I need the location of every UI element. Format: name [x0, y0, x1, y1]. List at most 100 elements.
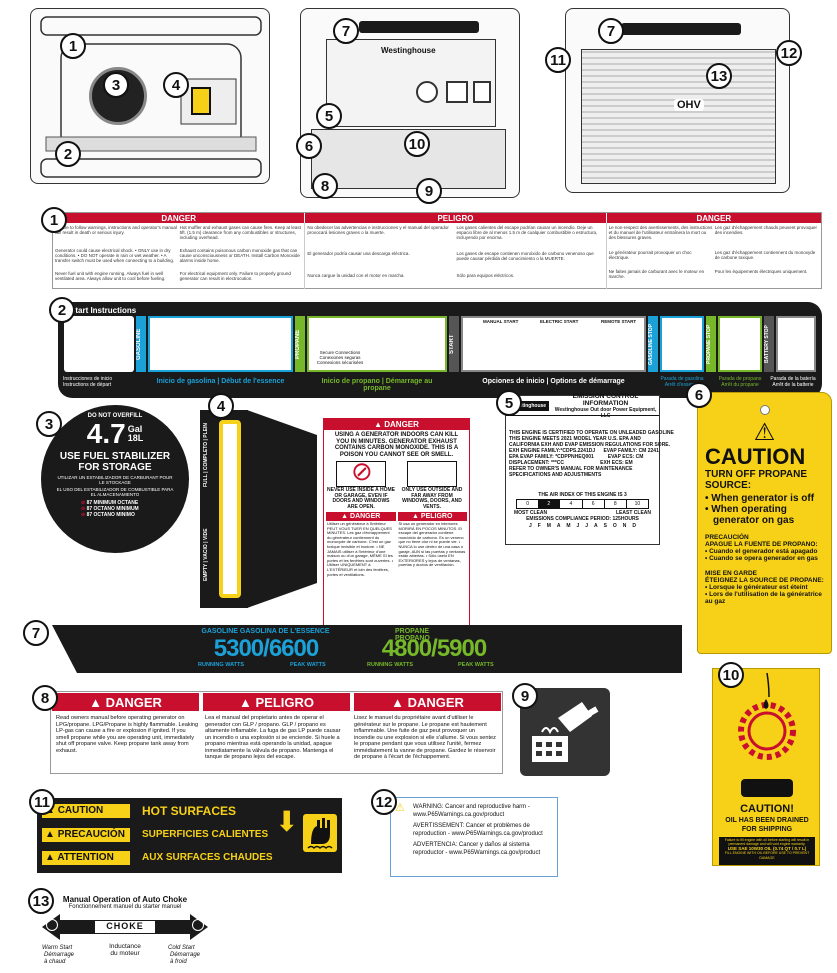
step-panel-0	[64, 316, 134, 372]
compliance-period: EMISSIONS COMPLIANCE PERIOD: 125HOURS	[526, 516, 639, 522]
callout-6: 6	[296, 133, 322, 159]
callout-3: 3	[103, 72, 129, 98]
p65-fr-url: reproduction - www.P65Warnings.ca.gov/pr…	[413, 831, 543, 837]
caution-es-2: • Cuando se opera generador en gas	[705, 555, 818, 562]
caution-row-1-badge: ▲ PRECAUCIÓN	[42, 828, 130, 842]
top-view-fuel-gauge	[191, 87, 211, 115]
caution-row-0-text: HOT SURFACES	[142, 804, 237, 818]
callout-7-rear: 7	[598, 18, 624, 44]
start-tab: START	[449, 316, 459, 372]
rear-view-ohv: OHV	[674, 99, 704, 111]
label-7-strip	[52, 625, 682, 673]
caution-es-head: PRECAUCIÓN APAGUE LA FUENTE DE PROPANO:	[705, 534, 818, 548]
fuel-stabilizer-fr: EL USO DEL ESTABILIZADOR DE COMBUSTIBLE …	[56, 487, 174, 497]
no-pump-icon-3: ⊘	[81, 512, 86, 518]
p65-fr: AVERTISSEMENT: Cancer et problèmes de	[413, 823, 530, 829]
label-1-fr-5: Pour les équipements électriques uniquem…	[714, 269, 808, 275]
warning-triangle-icon: ▲	[374, 420, 385, 429]
emission-company: Westinghouse Out door Power Equipment, L…	[554, 406, 657, 419]
callout-12: 12	[776, 40, 802, 66]
only-use-outside: ONLY USE OUTSIDE AND FAR AWAY FROM WINDO…	[401, 487, 463, 510]
caution-row-1-text: SUPERFICIES CALIENTES	[142, 829, 269, 840]
co-peligro-header: ▲ PELIGRO	[397, 512, 467, 521]
label-6-number: 6	[686, 382, 712, 408]
battery-stop-sub: Parada de la batería Arrêt de la batteri…	[770, 376, 816, 388]
caution-heading: CAUTION	[705, 444, 806, 469]
tag-hole	[759, 405, 770, 415]
start-options-panel	[461, 316, 646, 372]
label-1-fr-block: Le non-respect des avertissements, des i…	[605, 223, 821, 289]
gasoline-stop-tab: GASOLINE STOP	[648, 316, 658, 372]
label-8-en-text: Read owners manual before operating gene…	[56, 715, 199, 754]
label-1-fr-1: Les gaz d'échappement chauds peuvent pro…	[714, 225, 817, 235]
fuel-unit-gal: Gal	[127, 424, 143, 434]
label-1-es-0: No obedecer las advertencias e instrucci…	[307, 225, 449, 235]
air-index: THE AIR INDEX OF THIS ENGINE IS 3	[538, 492, 627, 498]
oil-spec: USE SAE 10W30 OIL (0.74 QT / 0.7 L)	[727, 846, 807, 852]
start-instructions-sub: Instrucciones de inicio Instructions de …	[63, 376, 113, 388]
label-8-danger-fr: ▲ DANGER	[354, 693, 501, 711]
co-warning-fr: Utiliser un générateur à l'intérieur PEU…	[327, 521, 394, 577]
label-7-number: 7	[23, 620, 49, 646]
battery-stop-tab: BATTERY STOP	[764, 316, 774, 372]
callout-7-front: 7	[333, 18, 359, 44]
start-instructions-title: Start Instructions	[70, 306, 137, 315]
never-use-inside: NEVER USE INSIDE A HOME OR GARAGE, EVEN …	[327, 487, 395, 510]
gas-watts-label: GASOLINE GASOLINA DE L'ESSENCE	[201, 628, 330, 635]
no-pump-icon-1: ⊘	[81, 500, 86, 506]
label-1: DANGER PELIGRO DANGER Failure to follow …	[52, 212, 822, 289]
label-8-danger-en: ▲ DANGER	[52, 693, 199, 711]
remote-start-label: REMOTE START	[601, 319, 637, 324]
label-4-gauge-wing	[247, 410, 317, 608]
rear-view-engine	[581, 49, 776, 184]
hot-hand-icon	[303, 814, 337, 852]
gas-start-label: Inicio de gasolina | Début de l'essence	[156, 378, 285, 385]
propane-running-watts: RUNNING WATTS	[367, 662, 414, 668]
label-1-fr-0: Le non-respect des avertissements, des i…	[608, 225, 713, 240]
propane-watts-label: PROPANE PROPANO	[395, 628, 430, 642]
front-view-watts-strip	[359, 21, 479, 33]
p65-en: WARNING: Cancer and reproductive harm -	[413, 804, 530, 810]
label-1-es-2: El generador podría causar una descarga …	[307, 251, 410, 257]
label-4-co-warning: ▲ DANGER USING A GENERATOR INDOORS CAN K…	[323, 418, 470, 626]
oil-drained-1: OIL HAS BEEN DRAINED	[725, 817, 809, 824]
start-options-label: Opciones de inicio | Options de démarrag…	[482, 378, 625, 385]
label-8-number: 8	[32, 685, 58, 711]
callout-10: 10	[404, 131, 430, 157]
warm-start-label: Warm Start	[42, 945, 73, 951]
caution-en-2: • When operating generator on gas	[705, 504, 795, 526]
label-1-fr-3: Les gaz d'échappement contiennent du mon…	[714, 249, 816, 260]
outlet-1	[416, 81, 438, 103]
gauge-full-label: FULL | COMPLETO | PLEIN	[203, 423, 209, 488]
label-1-es-block: No obedecer las advertencias e instrucci…	[304, 223, 605, 289]
caution-en-1: • When generator is off	[705, 493, 815, 504]
caution-fr-1: • Lorsque le générateur est éteint	[705, 584, 808, 591]
propane-steps-panel	[307, 316, 447, 372]
co-danger-header: ▲ DANGER	[324, 419, 469, 430]
fuel-stabilizer-1: USE FUEL STABILIZER	[59, 451, 171, 462]
choke-title: Manual Operation of Auto Choke	[62, 895, 188, 904]
label-1-en-3: Exhaust contains poisonous carbon monoxi…	[179, 248, 300, 263]
callout-5: 5	[316, 103, 342, 129]
co-warning-text: USING A GENERATOR INDOORS CAN KILL YOU I…	[334, 432, 459, 458]
p65-es: ADVERTENCIA: Cancer y daños al sistema	[413, 842, 530, 848]
label-1-fr-2: Le générateur pourrait provoquer un choc…	[608, 249, 692, 260]
warm-start-icon	[46, 919, 58, 931]
warm-start-sub: Démarrage à chaud	[44, 952, 75, 965]
oil-gear-icon	[738, 672, 796, 760]
outlet-2	[446, 81, 468, 103]
gasoline-stop-sub: Parada de gasolina Arrêt d'essence	[660, 376, 704, 388]
label-1-es-1: Los gases calientes del escape podrían c…	[456, 225, 598, 240]
caution-en-head: TURN OFF PROPANE SOURCE:	[705, 469, 808, 491]
callout-8: 8	[312, 173, 338, 199]
label-8: ▲ DANGER ▲ PELIGRO ▲ DANGER Read owners …	[50, 691, 503, 774]
emission-brand: Westinghouse	[509, 400, 550, 411]
gas-watts: 5300/6600	[213, 635, 319, 662]
house-outside-icon	[407, 461, 457, 487]
gas-peak-watts: PEAK WATTS	[290, 662, 326, 668]
propane-stop-sub: Parada de propano Arrêt du propane	[718, 376, 762, 388]
choke-subtitle: Fonctionnement manuel du starter manuel	[68, 904, 182, 910]
label-1-es-5: Sólo para equipos eléctricos.	[456, 272, 515, 278]
